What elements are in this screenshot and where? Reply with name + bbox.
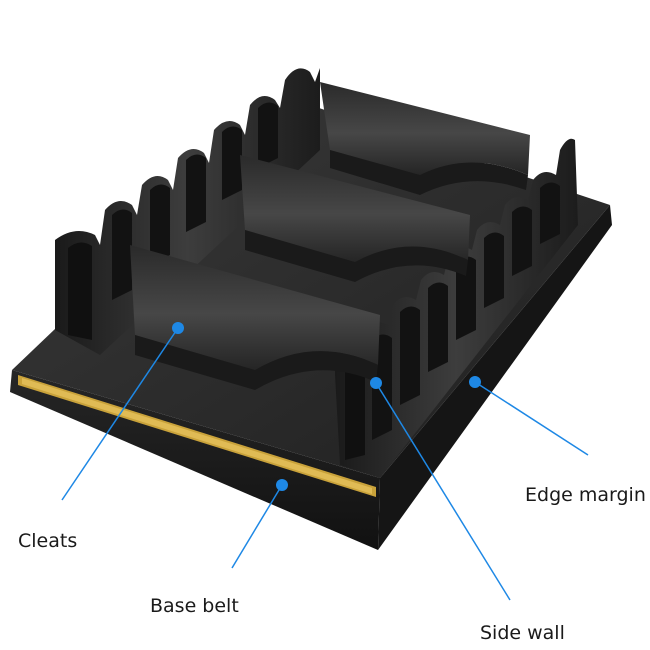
label-cleats: Cleats (18, 530, 77, 552)
label-edge-margin: Edge margin (525, 484, 646, 506)
label-base-belt: Base belt (150, 595, 239, 617)
label-side-wall: Side wall (480, 622, 565, 644)
